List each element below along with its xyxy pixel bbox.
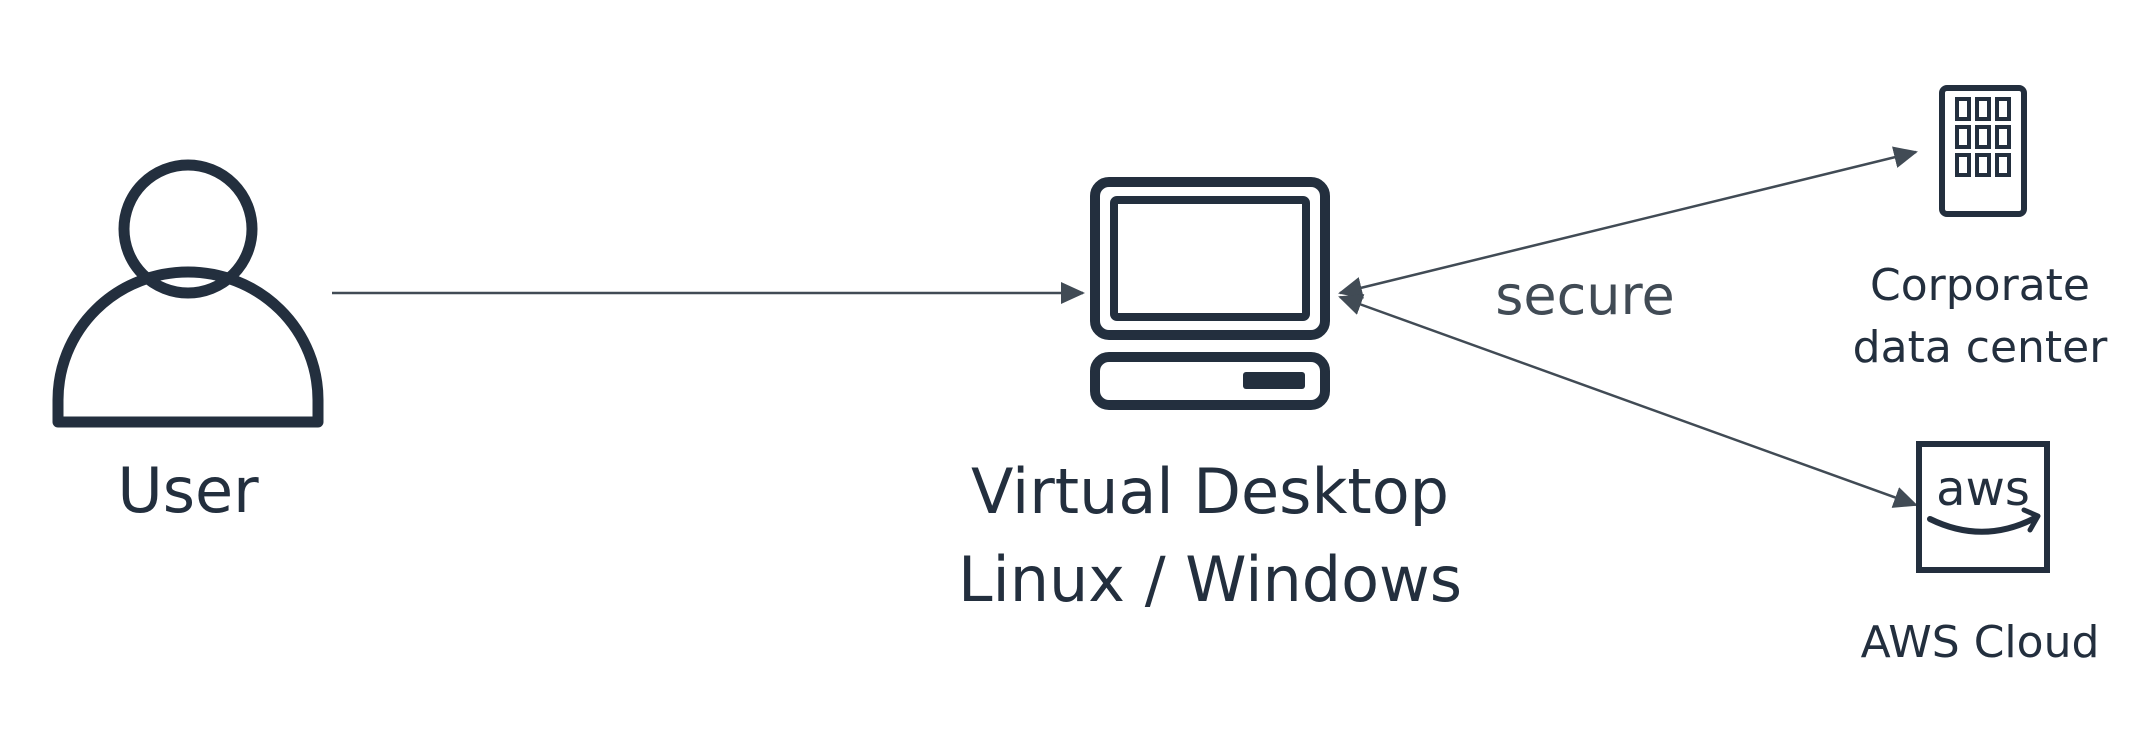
corporate-data-center-label: Corporate data center (1835, 255, 2125, 379)
virtual-desktop-title: Virtual Desktop (971, 455, 1449, 528)
aws-logo-text: aws (1936, 461, 2030, 517)
corporate-label-line1: Corporate (1870, 260, 2090, 311)
virtual-desktop-os: Linux / Windows (957, 543, 1463, 616)
user-icon (52, 159, 324, 428)
virtual-desktop-label: Virtual Desktop Linux / Windows (900, 448, 1520, 624)
user-label: User (117, 454, 259, 527)
aws-logo-icon: aws (1916, 441, 2050, 573)
corporate-label-line2: data center (1852, 322, 2108, 373)
secure-connection-label: secure (1495, 264, 1675, 327)
desktop-computer-icon (1090, 177, 1330, 410)
office-building-icon (1939, 85, 2027, 217)
aws-cloud-label: AWS Cloud (1860, 617, 2100, 668)
desktop-aws-arrow (1338, 294, 1918, 508)
desktop-corporate-arrow (1338, 146, 1918, 299)
